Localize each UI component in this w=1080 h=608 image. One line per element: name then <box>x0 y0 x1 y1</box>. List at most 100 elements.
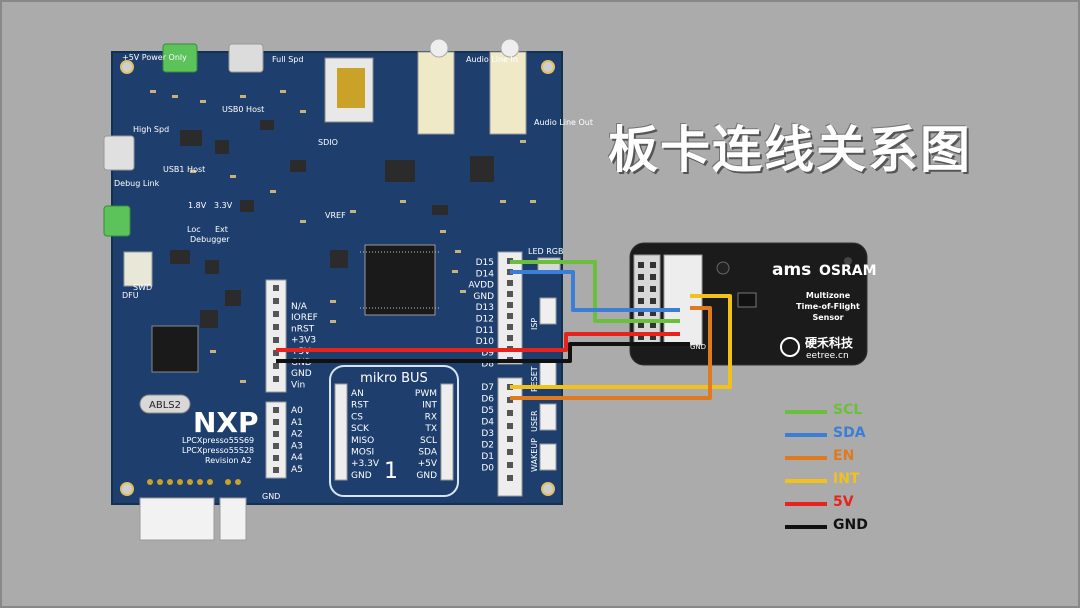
swd-header <box>123 251 153 287</box>
legend-label-gnd: GND <box>833 517 868 533</box>
usb-debug-connector <box>103 205 131 237</box>
wire-int <box>510 294 732 389</box>
maker-label: 硬禾科技 <box>805 335 854 350</box>
legend-label-en: EN <box>833 448 855 464</box>
mikrobus-number: 1 <box>384 459 398 484</box>
isp-label: ISP <box>530 318 539 330</box>
legend-swatch-int <box>785 479 827 483</box>
mikrobus-left-pin-label: SCK <box>351 424 370 434</box>
p18-pin-label: D5 <box>481 406 494 416</box>
mikrobus-left-pin-label: CS <box>351 412 363 422</box>
dfu-label: DFU <box>122 291 139 300</box>
isp-button[interactable] <box>539 297 557 325</box>
mikrobus-left-pin-label: +3.3V <box>351 459 380 469</box>
wire-legend: SCL SDA EN INT 5V GND <box>785 400 895 538</box>
diagram-title: 板卡连线关系图 <box>608 121 972 179</box>
legend-item-en: EN <box>785 446 895 469</box>
legend-item-sda: SDA <box>785 423 895 446</box>
v33-label: 3.3V <box>214 201 233 210</box>
high-spd-label: High Spd <box>133 125 169 134</box>
p16-pin-label: Vin <box>291 380 305 390</box>
sensor-description-3: Sensor <box>812 313 843 322</box>
reset-label: RESET <box>530 366 539 392</box>
loc-label: Loc <box>187 225 201 234</box>
usb1-host-label: USB1 Host <box>163 165 205 174</box>
audio-in-jack <box>417 51 455 135</box>
p18-pin-label: D2 <box>481 441 494 451</box>
p16-pin-label: +3V3 <box>291 336 316 346</box>
wakeup-button[interactable] <box>539 443 557 471</box>
user-label: USER <box>530 410 539 432</box>
sensor-gnd-label: GND <box>690 343 706 351</box>
sensor-pin-header-right <box>663 254 703 346</box>
header-p16 <box>265 279 287 393</box>
bottom-connector-left <box>139 497 215 541</box>
full-spd-label: Full Spd <box>272 55 303 64</box>
variant-label-2: LPCXpresso55S28 <box>182 446 254 455</box>
p17-pin-label: D14 <box>476 269 495 279</box>
p17-pin-label: GND <box>473 292 494 302</box>
debug-link-label: Debug Link <box>114 179 160 188</box>
p18-pin-label: D0 <box>481 464 494 474</box>
mikrobus-right-pin-label: INT <box>422 401 437 411</box>
osram-logo: OSRAM <box>819 263 877 279</box>
swd-label: SWD <box>133 283 152 292</box>
mikrobus-right-pin-label: GND <box>416 471 437 481</box>
lpcxpresso-board: ABLS2 NXP LPCXpresso55S69 LPCXpresso55S2… <box>103 38 593 541</box>
debugger-label: Debugger <box>190 235 230 244</box>
p17-pin-label: AVDD <box>468 281 494 291</box>
p18-pin-label: D7 <box>481 383 494 393</box>
tof-sensor-chip <box>737 292 757 308</box>
nxp-logo: NXP <box>193 406 259 439</box>
mikrobus-right-pin-label: TX <box>424 424 437 434</box>
legend-swatch-5v <box>785 502 827 506</box>
p17-pin-label: D11 <box>476 326 494 336</box>
legend-item-5v: 5V <box>785 492 895 515</box>
mikrobus-right-pin-label: PWM <box>415 389 437 399</box>
p17-pin-label: D15 <box>476 258 494 268</box>
reset-button[interactable] <box>539 359 557 387</box>
user-button[interactable] <box>539 403 557 431</box>
ams-logo: ams <box>772 260 811 280</box>
legend-swatch-en <box>785 456 827 460</box>
audio-line-out-label: Audio Line Out <box>534 118 593 127</box>
p19-pin-label: A4 <box>291 453 303 463</box>
vref-label: VREF <box>325 211 346 220</box>
power-only-label: +5V Power Only <box>122 53 187 62</box>
p17-pin-label: D12 <box>476 315 494 325</box>
p19-pin-label: A3 <box>291 441 303 451</box>
led-rgb-label: LED RGB <box>528 247 563 256</box>
mikrobus-left-pin-label: MISO <box>351 436 374 446</box>
sensor-description-2: Time-of-Flight <box>796 302 860 311</box>
variant-label-1: LPCXpresso55S69 <box>182 436 254 445</box>
p18-pin-label: D3 <box>481 429 494 439</box>
mcu-chip <box>364 244 436 316</box>
mikrobus-right-pin-label: SDA <box>418 448 437 458</box>
legend-label-5v: 5V <box>833 494 854 510</box>
legend-label-scl: SCL <box>833 402 863 418</box>
bottom-connector-right <box>219 497 247 541</box>
p17-pin-label: D9 <box>481 348 494 358</box>
mikrobus-label: mikro BUS <box>360 371 428 386</box>
p17-pin-label: D13 <box>476 303 494 313</box>
crystal-label: ABLS2 <box>149 400 181 411</box>
mikrobus-right-pin-label: SCL <box>420 436 437 446</box>
sensor-description-1: Multizone <box>806 291 851 300</box>
p19-pin-label: A0 <box>291 406 303 416</box>
mikrobus-left-pin-label: GND <box>351 471 372 481</box>
sensor-pin-header-left <box>633 254 661 346</box>
mikrobus-left-pin-label: MOSI <box>351 448 374 458</box>
wakeup-label: WAKEUP <box>530 438 539 472</box>
sensor-component <box>716 261 730 275</box>
wire-5v <box>276 332 680 352</box>
usb-power-connector <box>162 43 198 73</box>
p19-pin-label: A5 <box>291 465 303 475</box>
wire-sda <box>510 270 680 312</box>
eetree-logo-icon <box>780 337 800 357</box>
legend-item-scl: SCL <box>785 400 895 423</box>
p19-pin-label: A1 <box>291 418 303 428</box>
wire-en <box>510 306 712 400</box>
legend-swatch-gnd <box>785 525 827 529</box>
